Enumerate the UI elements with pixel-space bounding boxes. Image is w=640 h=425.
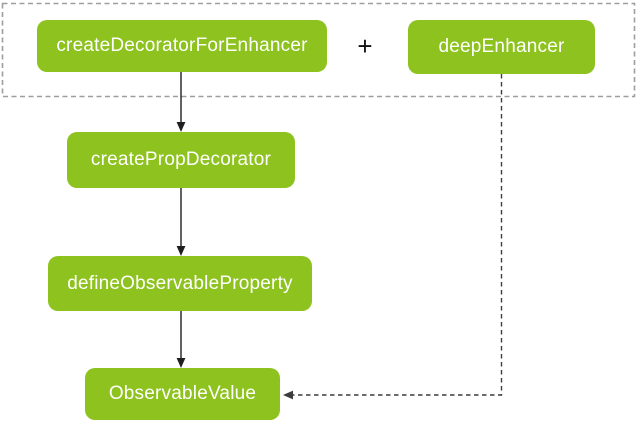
plus-operator: + (350, 31, 380, 61)
node-deepEnhancer: deepEnhancer (408, 20, 595, 74)
node-createPropDecorator: createPropDecorator (67, 132, 295, 188)
node-defineObservableProperty: defineObservableProperty (48, 256, 312, 311)
node-observableValue: ObservableValue (85, 368, 280, 420)
edge-deepEnhancer-to-observableValue (292, 74, 503, 396)
arrowhead-dashed-to-observableValue (283, 390, 293, 400)
arrowhead-to-createPropDecorator (176, 122, 186, 132)
node-createDecoratorForEnhancer: createDecoratorForEnhancer (37, 20, 327, 72)
enhancer-group-outline (1, 2, 636, 98)
plus-operator-glyph: + (357, 30, 373, 61)
arrowhead-to-defineObservableProperty (176, 246, 186, 256)
arrowhead-to-observableValue (176, 358, 186, 368)
node-label-createPropDecorator: createPropDecorator (90, 149, 272, 170)
node-label-deepEnhancer: deepEnhancer (438, 36, 565, 57)
node-label-observableValue: ObservableValue (108, 383, 257, 404)
node-label-defineObservableProperty: defineObservableProperty (67, 272, 293, 294)
node-label-createDecoratorForEnhancer: createDecoratorForEnhancer (56, 35, 308, 56)
